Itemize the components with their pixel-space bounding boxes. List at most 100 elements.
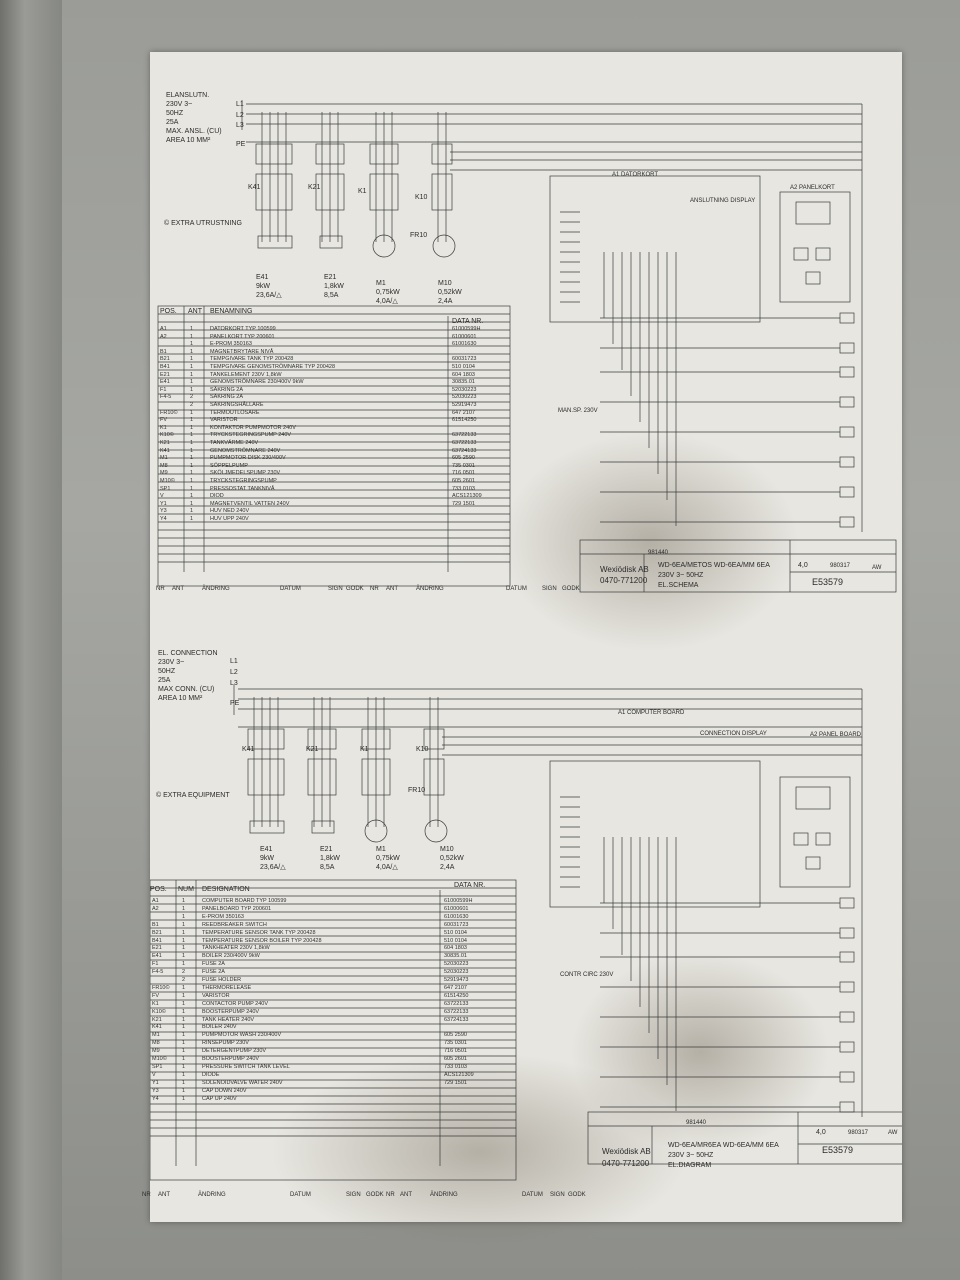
bom-cell-name: DIOD (210, 493, 224, 500)
voltage: 230V 3~ 50HZ (668, 1152, 714, 1159)
relay-coil (839, 312, 855, 324)
bom-frame (157, 305, 511, 587)
display-connection-label: ANSLUTNING DISPLAY (690, 198, 756, 204)
bom-cell-name: CONTACTOR PUMP 240V (202, 1000, 269, 1007)
bom-cell-name: CAP UP 240V (202, 1095, 237, 1102)
bom-cell-num: 1 (190, 462, 194, 469)
bom-cell-pos: K1 (160, 424, 167, 431)
bom-cell-data: 733 0103 (444, 1063, 467, 1070)
bom-cell-pos: E41 (152, 953, 162, 960)
bom-cell-pos: E21 (152, 945, 162, 952)
bom-cell-name: HUV NED 240V (210, 508, 250, 515)
bom-cell-pos: K21 (152, 1016, 162, 1023)
revision-column-label: DATUM (522, 1192, 543, 1198)
panel-board (779, 776, 851, 888)
bom-cell-pos: SP1 (160, 485, 171, 492)
contactor-box (423, 758, 445, 796)
bom-cell-name: TEMPERATURE SENSOR BOILER TYP 200428 (202, 937, 322, 944)
title-block-frame (587, 1111, 902, 1165)
bom-cell-pos: FV (160, 417, 168, 424)
bom-cell-pos: K10© (160, 432, 174, 439)
load-current: 2,4A (440, 864, 455, 871)
bom-cell-num: 1 (190, 348, 194, 355)
bom-cell-data: 52919473 (444, 977, 469, 983)
contactor-box (431, 173, 453, 211)
bom-cell-name: MAGNETVENTIL VATTEN 240V (210, 500, 290, 507)
model-name: WD-6EA/METOS WD-6EA/MM 6EA (658, 562, 770, 569)
contactor-box (307, 758, 337, 796)
load-id: M1 (376, 280, 386, 287)
relay-coil (839, 366, 855, 378)
supply-line: 230V 3~ (158, 659, 185, 666)
bom-cell-data: 605 2601 (444, 1056, 467, 1062)
supply-line: 230V 3~ (166, 101, 193, 108)
wiring-diagram-sheet: ELANSLUTN. 230V 3~ 50HZ 25A MAX. ANSL. (… (142, 52, 902, 1252)
bom-cell-pos: A1 (152, 898, 159, 904)
bom-cell-data: 716 0501 (444, 1048, 467, 1055)
contactor-label: K21 (306, 746, 319, 753)
bom-cell-pos: FV (152, 992, 160, 999)
bom-header-pos: POS. (160, 308, 177, 315)
diagram-kind: EL.DIAGRAM (668, 1162, 712, 1169)
bom-cell-pos: F4-5 (160, 394, 172, 401)
bom-cell-data: 63722133 (452, 432, 477, 439)
contactor-label: K41 (248, 184, 261, 191)
bom-cell-name: TANKELEMENT 230V 1,8kW (210, 371, 282, 378)
ref-number: 981440 (686, 1120, 707, 1126)
bom-cell-name: PRESSURE SWITCH TANK LEVEL (202, 1063, 290, 1070)
contactor-box (369, 173, 399, 211)
revision: 4,0 (798, 562, 808, 569)
bom-cell-data: 61514250 (444, 992, 469, 999)
bom-cell-data: 510 0104 (444, 929, 467, 936)
line-label-l3: L3 (236, 122, 244, 129)
panel-key (793, 832, 809, 846)
bom-cell-data: 63724133 (444, 1016, 469, 1023)
bom-cell-name: TRYCKSTEGRINGSPUMP (210, 478, 277, 484)
load-rating: 0,52kW (440, 855, 464, 862)
bom-cell-num: 1 (190, 432, 194, 439)
supply-line: AREA 10 MM² (166, 137, 211, 144)
diagram-kind: EL.SCHEMA (658, 582, 699, 589)
bom-cell-name: BOOSTERPUMP 240V (202, 1056, 260, 1062)
bom-cell-name: HUV UPP 240V (210, 516, 249, 522)
bom-cell-data: 52919473 (452, 402, 477, 408)
bom-cell-name: E-PROM 350163 (202, 913, 244, 920)
bom-cell-num: 1 (182, 913, 186, 920)
panel-display (795, 786, 831, 810)
revision-column-label: NR (142, 1192, 151, 1198)
bom-cell-pos: FR10© (160, 409, 178, 416)
load-rating: 9kW (256, 283, 270, 290)
revision-column-label: NR (370, 586, 379, 592)
bom-cell-num: 1 (190, 371, 194, 378)
bom-cell-data: 61001630 (452, 341, 477, 348)
bom-cell-data: 61000599H (444, 898, 473, 904)
bom-cell-data: 61000599H (452, 326, 481, 332)
model-name: WD-6EA/MR6EA WD-6EA/MM 6EA (668, 1142, 779, 1149)
load-id: E21 (324, 274, 337, 281)
bom-cell-pos: B21 (160, 356, 170, 363)
bom-cell-data: 647 2107 (452, 409, 475, 416)
revision-column-label: NR (386, 1192, 395, 1198)
panel-key (805, 271, 821, 285)
heater-e21 (311, 820, 335, 834)
panel-key (793, 247, 809, 261)
bom-cell-pos: V (160, 493, 164, 500)
bom-cell-num: 1 (190, 386, 194, 393)
bom-cell-pos: F1 (160, 386, 167, 393)
bom-cell-pos: A2 (152, 905, 159, 912)
line-label-l2: L2 (230, 669, 238, 676)
bom-cell-data: 604 1803 (452, 371, 475, 378)
relay-coil (839, 1101, 855, 1113)
bom-cell-num: 1 (190, 516, 194, 522)
cabinet-frame-edge (0, 0, 62, 1280)
bom-cell-data: 60031723 (452, 356, 477, 363)
contactor-label: K21 (308, 184, 321, 191)
relay-coil (839, 396, 855, 408)
bom-cell-num: 1 (182, 1087, 186, 1094)
bom-cell-pos: E21 (160, 371, 170, 378)
bom-cell-name: TRYCKSTEGRINGSPUMP 240V (210, 432, 292, 439)
bom-header-name: DESIGNATION (202, 886, 250, 893)
bom-cell-name: BOILER 240V (202, 1024, 237, 1031)
date: 980317 (848, 1130, 869, 1136)
supply-line: 50HZ (166, 110, 184, 117)
